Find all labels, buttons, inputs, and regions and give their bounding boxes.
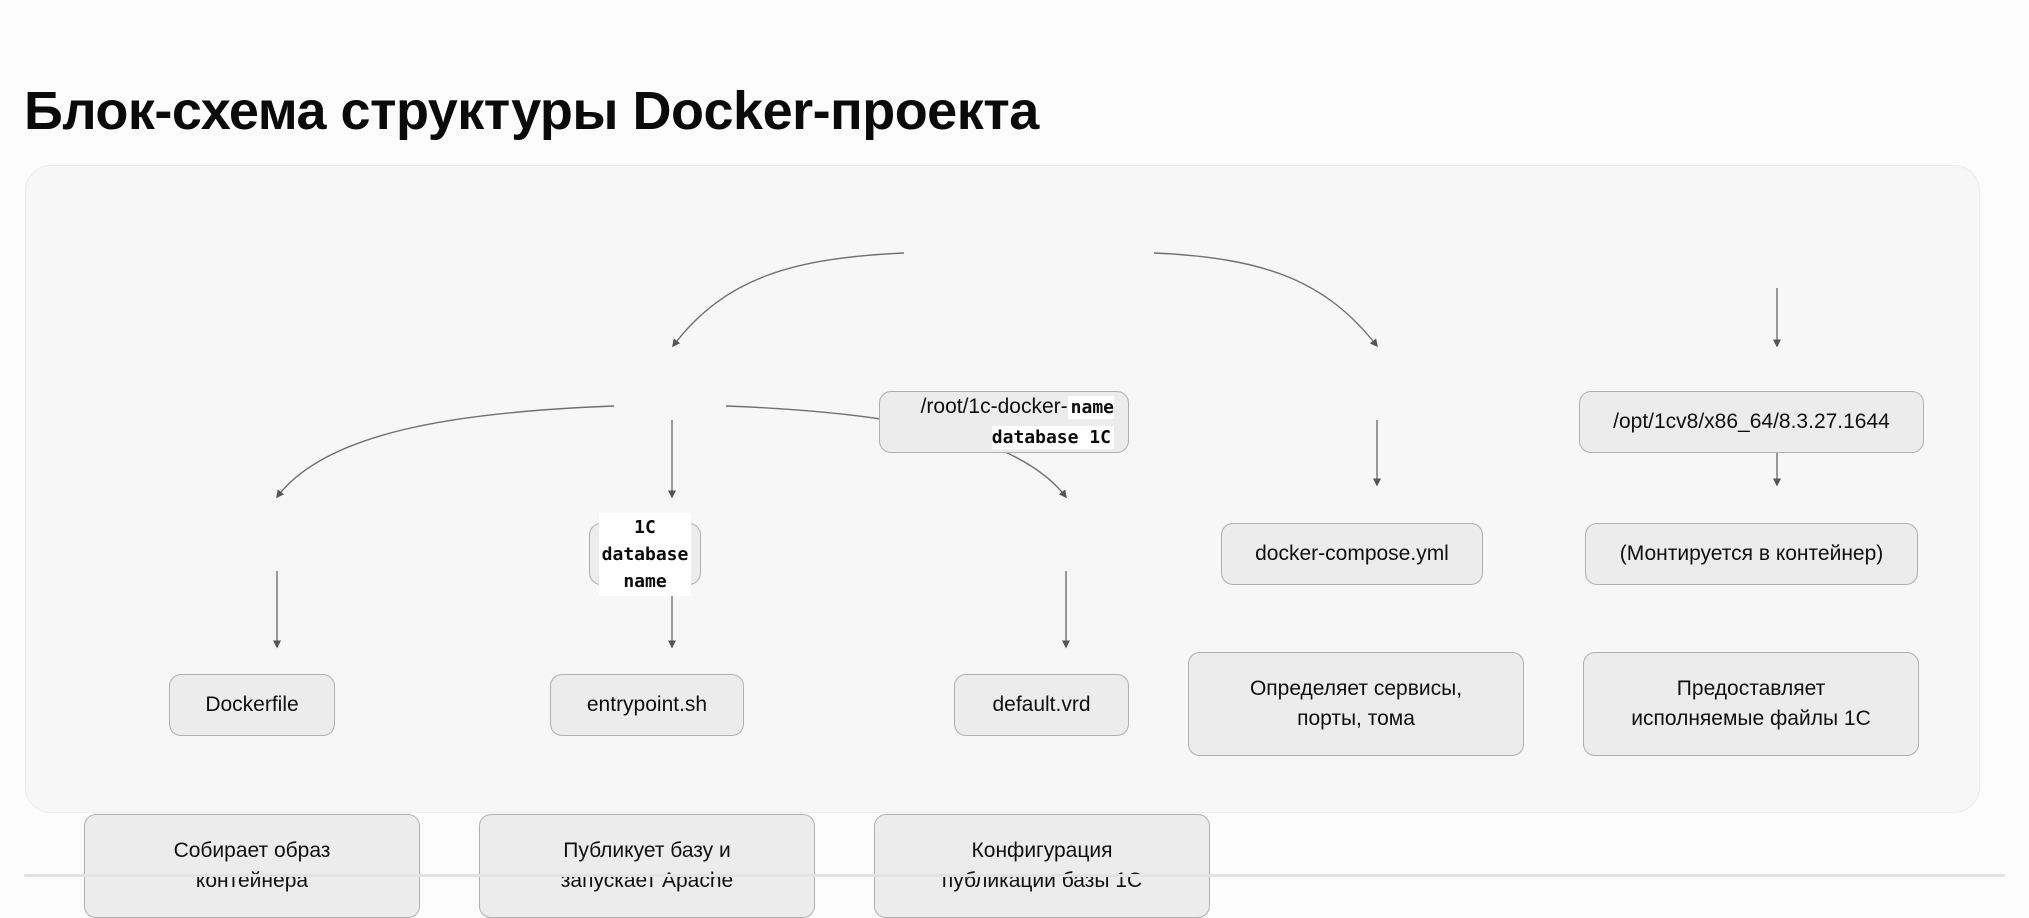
diagram-canvas: /root/1c-docker-name database 1C 1C data… [25,165,1980,918]
node-defines-services[interactable]: Определяет сервисы, порты, тома [1188,652,1524,756]
node-provides-binaries[interactable]: Предоставляет исполняемые файлы 1С [1583,652,1919,756]
node-docker-compose-label: docker-compose.yml [1255,541,1449,565]
node-root-path[interactable]: /root/1c-docker-name database 1C [879,391,1129,453]
node-default-vrd-label: default.vrd [992,692,1091,716]
edge-dbname-to-dockerfile [276,405,615,499]
page-title: Блок-схема структуры Docker-проекта [24,81,1039,142]
footer-divider [24,874,2005,877]
node-db-name[interactable]: 1C database name [589,512,701,596]
node-root-path-label: /root/1c-docker-name database 1C [894,392,1114,453]
node-opt-1cv8-path-label: /opt/1cv8/x86_64/8.3.27.1644 [1613,409,1890,433]
node-dockerfile-label: Dockerfile [205,692,299,716]
node-defines-services-label: Определяет сервисы, порты, тома [1249,676,1463,730]
node-root-path-text: /root/1c-docker- [920,394,1068,418]
node-docker-compose[interactable]: docker-compose.yml [1221,523,1483,585]
edge-root-to-compose [1153,252,1378,348]
node-publication-config[interactable]: Конфигурация публикации базы 1С [874,814,1210,918]
node-provides-binaries-label: Предоставляет исполняемые файлы 1С [1631,676,1871,730]
node-publishes-db-label: Публикует базу и запускает Apache [560,838,734,892]
node-builds-image-label: Собирает образ контейнера [173,838,331,892]
node-entrypoint-sh-label: entrypoint.sh [586,692,708,716]
edge-root-to-dbname [672,252,905,348]
node-publication-config-label: Конфигурация публикации базы 1С [941,838,1143,892]
node-mounted-in-container[interactable]: (Монтируется в контейнер) [1585,523,1918,585]
node-publishes-db[interactable]: Публикует базу и запускает Apache [479,814,815,918]
node-opt-1cv8-path[interactable]: /opt/1cv8/x86_64/8.3.27.1644 [1579,391,1924,453]
node-db-name-code: 1C database name [598,512,692,596]
node-dockerfile[interactable]: Dockerfile [169,674,335,736]
node-default-vrd[interactable]: default.vrd [954,674,1129,736]
node-entrypoint-sh[interactable]: entrypoint.sh [550,674,744,736]
node-builds-image[interactable]: Собирает образ контейнера [84,814,420,918]
node-mounted-in-container-label: (Монтируется в контейнер) [1619,541,1884,565]
